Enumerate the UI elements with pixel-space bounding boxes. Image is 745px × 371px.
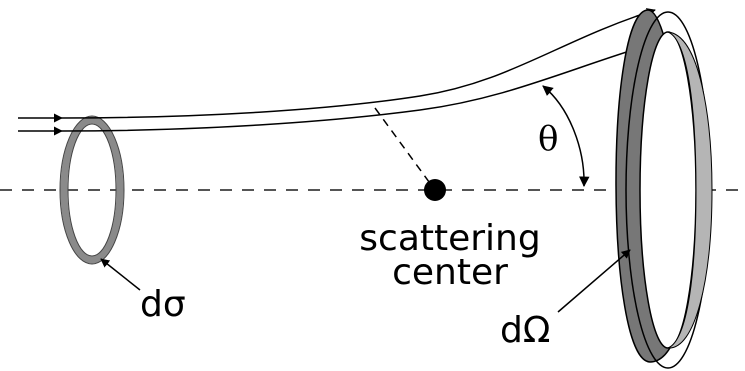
impact-parameter-line — [374, 107, 433, 187]
d-sigma-ring-outer-edge — [59, 115, 125, 265]
d-omega-pointer — [557, 249, 631, 313]
d-omega-label: dΩ — [500, 310, 550, 351]
d-sigma-ring-inner-edge — [67, 123, 117, 257]
d-sigma-pointer — [100, 258, 141, 291]
scattering-center-label-line1: scattering — [359, 218, 540, 259]
scattering-center-dot — [424, 179, 446, 201]
theta-arc — [542, 85, 590, 188]
d-sigma-ring — [60, 116, 124, 264]
trajectory-lower — [61, 37, 666, 132]
d-sigma-label: dσ — [140, 284, 186, 325]
d-omega-light-band — [667, 31, 713, 349]
d-omega-inner-face — [639, 31, 697, 349]
trajectory-upper — [61, 8, 656, 119]
theta-label: θ — [538, 119, 558, 159]
scattering-center-label-line2: center — [392, 252, 508, 293]
